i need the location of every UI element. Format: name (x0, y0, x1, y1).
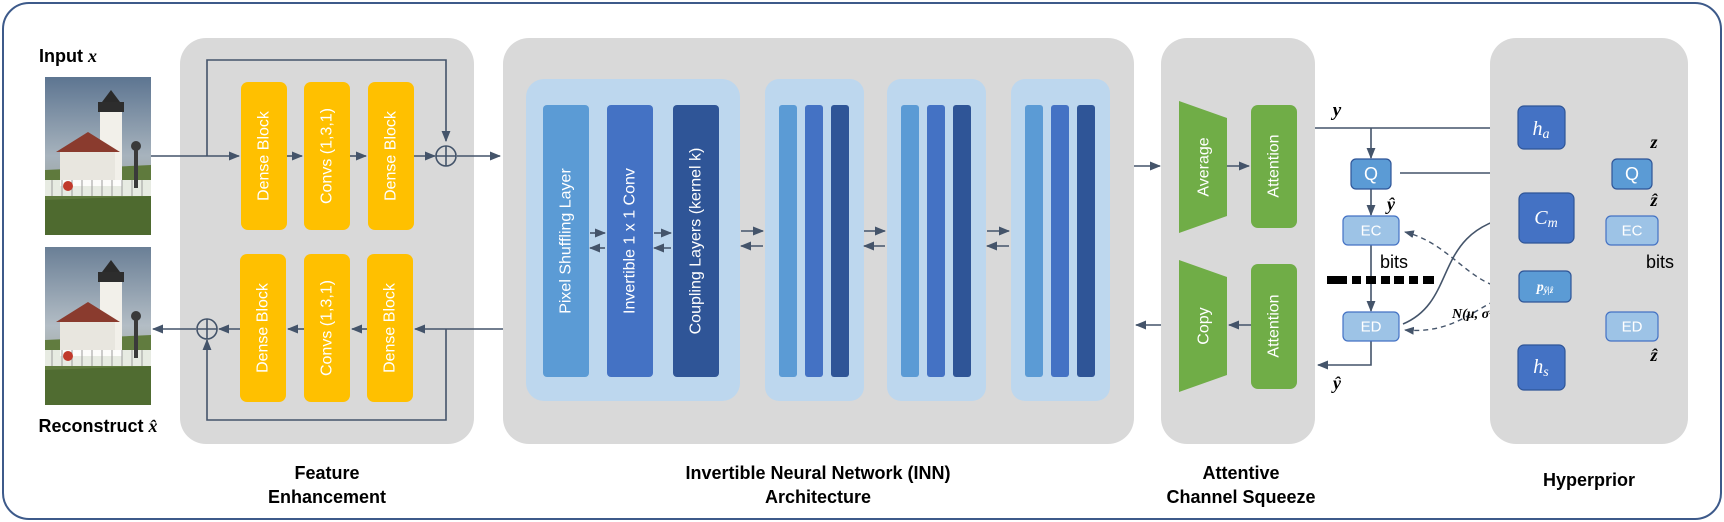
section-feature-line1: Feature (294, 463, 359, 483)
ec-main[interactable] (1342, 215, 1400, 246)
ec-hyper[interactable] (1605, 215, 1659, 246)
invertible-conv-layer (607, 105, 653, 377)
ed-hyper-label: ED (1622, 319, 1643, 336)
hs-label: hs (1533, 356, 1549, 380)
section-inn-line1: Invertible Neural Network (INN) (685, 463, 950, 483)
pixel-shuffle-label: Pixel Shuffling Layer (558, 168, 575, 314)
average-trapezoid (1179, 101, 1227, 233)
convs-bottom (304, 254, 350, 402)
copy-label: Copy (1196, 307, 1213, 344)
input-image-group: Input x (39, 46, 151, 235)
ec-main-label: EC (1361, 223, 1382, 240)
coupling-layer (673, 105, 719, 377)
ed-hyper[interactable] (1605, 311, 1659, 342)
dense-block-top-1 (241, 82, 287, 230)
quantizer-main-label: Q (1364, 164, 1378, 184)
acs-arrows (1134, 161, 1251, 330)
invertible-conv-label: Invertible 1 x 1 Conv (622, 168, 639, 314)
ec-hyper-label: EC (1622, 223, 1643, 240)
pixel-shuffle-layer (543, 105, 589, 377)
convs-top (304, 82, 350, 230)
section-acs-line2: Channel Squeeze (1166, 487, 1315, 507)
section-feature-line2: Enhancement (268, 487, 386, 507)
dense-block-bottom-1 (240, 254, 286, 402)
inn-bidirectional-arrows (588, 226, 1011, 253)
bitstream-main (1327, 276, 1434, 284)
ha-box[interactable] (1517, 105, 1566, 150)
ed-main[interactable] (1342, 311, 1400, 342)
reconstruct-image-group: Reconstruct x̂ (38, 247, 158, 436)
section-acs-line1: Attentive (1202, 463, 1279, 483)
inn-block-4 (1011, 79, 1110, 401)
inn-block-3 (887, 79, 986, 401)
copy-trapezoid (1179, 260, 1227, 392)
y-hat-label-top: ŷ (1385, 194, 1396, 214)
dense-block-bottom-1-label: Dense Block (255, 282, 272, 373)
z-hat-label-bottom: ẑ (1649, 345, 1658, 365)
ha-label: ha (1533, 118, 1550, 142)
fe-bottom-row: Dense Block Convs (1,3,1) Dense Block (240, 254, 413, 402)
convs-bottom-label: Convs (1,3,1) (319, 280, 336, 376)
inn-block-2 (765, 79, 864, 401)
p-cond-label: pŷ|ẑ (1536, 280, 1554, 296)
fe-arrows (151, 59, 504, 421)
section-hyperprior: Hyperprior (1543, 470, 1635, 490)
quantizer-hyper[interactable] (1611, 158, 1653, 190)
hs-box[interactable] (1517, 344, 1566, 391)
fe-top-row: Dense Block Convs (1,3,1) Dense Block (241, 82, 414, 230)
quantizer-main[interactable] (1350, 158, 1392, 190)
dense-block-top-2-label: Dense Block (383, 110, 400, 201)
y-hat-label-bottom: ŷ (1331, 373, 1342, 393)
gaussian-label: N(μ, σ²) (1451, 307, 1498, 322)
z-hat-label-top: ẑ (1649, 190, 1658, 210)
bits-label-hyper: bits (1646, 252, 1674, 272)
cm-box[interactable] (1518, 192, 1575, 244)
convs-top-label: Convs (1,3,1) (319, 108, 336, 204)
section-inn-line2: Architecture (765, 487, 871, 507)
ed-main-label: ED (1361, 319, 1382, 336)
attention-bottom (1251, 264, 1297, 389)
attention-top-label: Attention (1266, 134, 1283, 197)
y-label: y (1331, 100, 1342, 121)
dense-block-top-1-label: Dense Block (256, 110, 273, 201)
dense-block-bottom-2 (367, 254, 413, 402)
attention-bottom-label: Attention (1266, 294, 1283, 357)
z-label: z (1649, 132, 1657, 152)
p-cond-box[interactable] (1518, 270, 1572, 303)
reconstruct-lighthouse-image (45, 247, 151, 405)
input-label: Input x (39, 46, 97, 66)
attention-top (1251, 105, 1297, 228)
bits-label-main: bits (1380, 252, 1408, 272)
dense-block-top-2 (368, 82, 414, 230)
dense-block-bottom-2-label: Dense Block (382, 282, 399, 373)
reconstruct-label: Reconstruct x̂ (38, 416, 157, 436)
coupling-label: Coupling Layers (kernel k) (688, 148, 705, 335)
fe-sum-bottom (196, 318, 218, 340)
fe-sum-top (435, 145, 457, 167)
quantizer-hyper-label: Q (1625, 164, 1639, 184)
input-lighthouse-image (45, 77, 151, 235)
cm-label: Cm (1534, 207, 1557, 231)
average-label: Average (1196, 137, 1213, 196)
